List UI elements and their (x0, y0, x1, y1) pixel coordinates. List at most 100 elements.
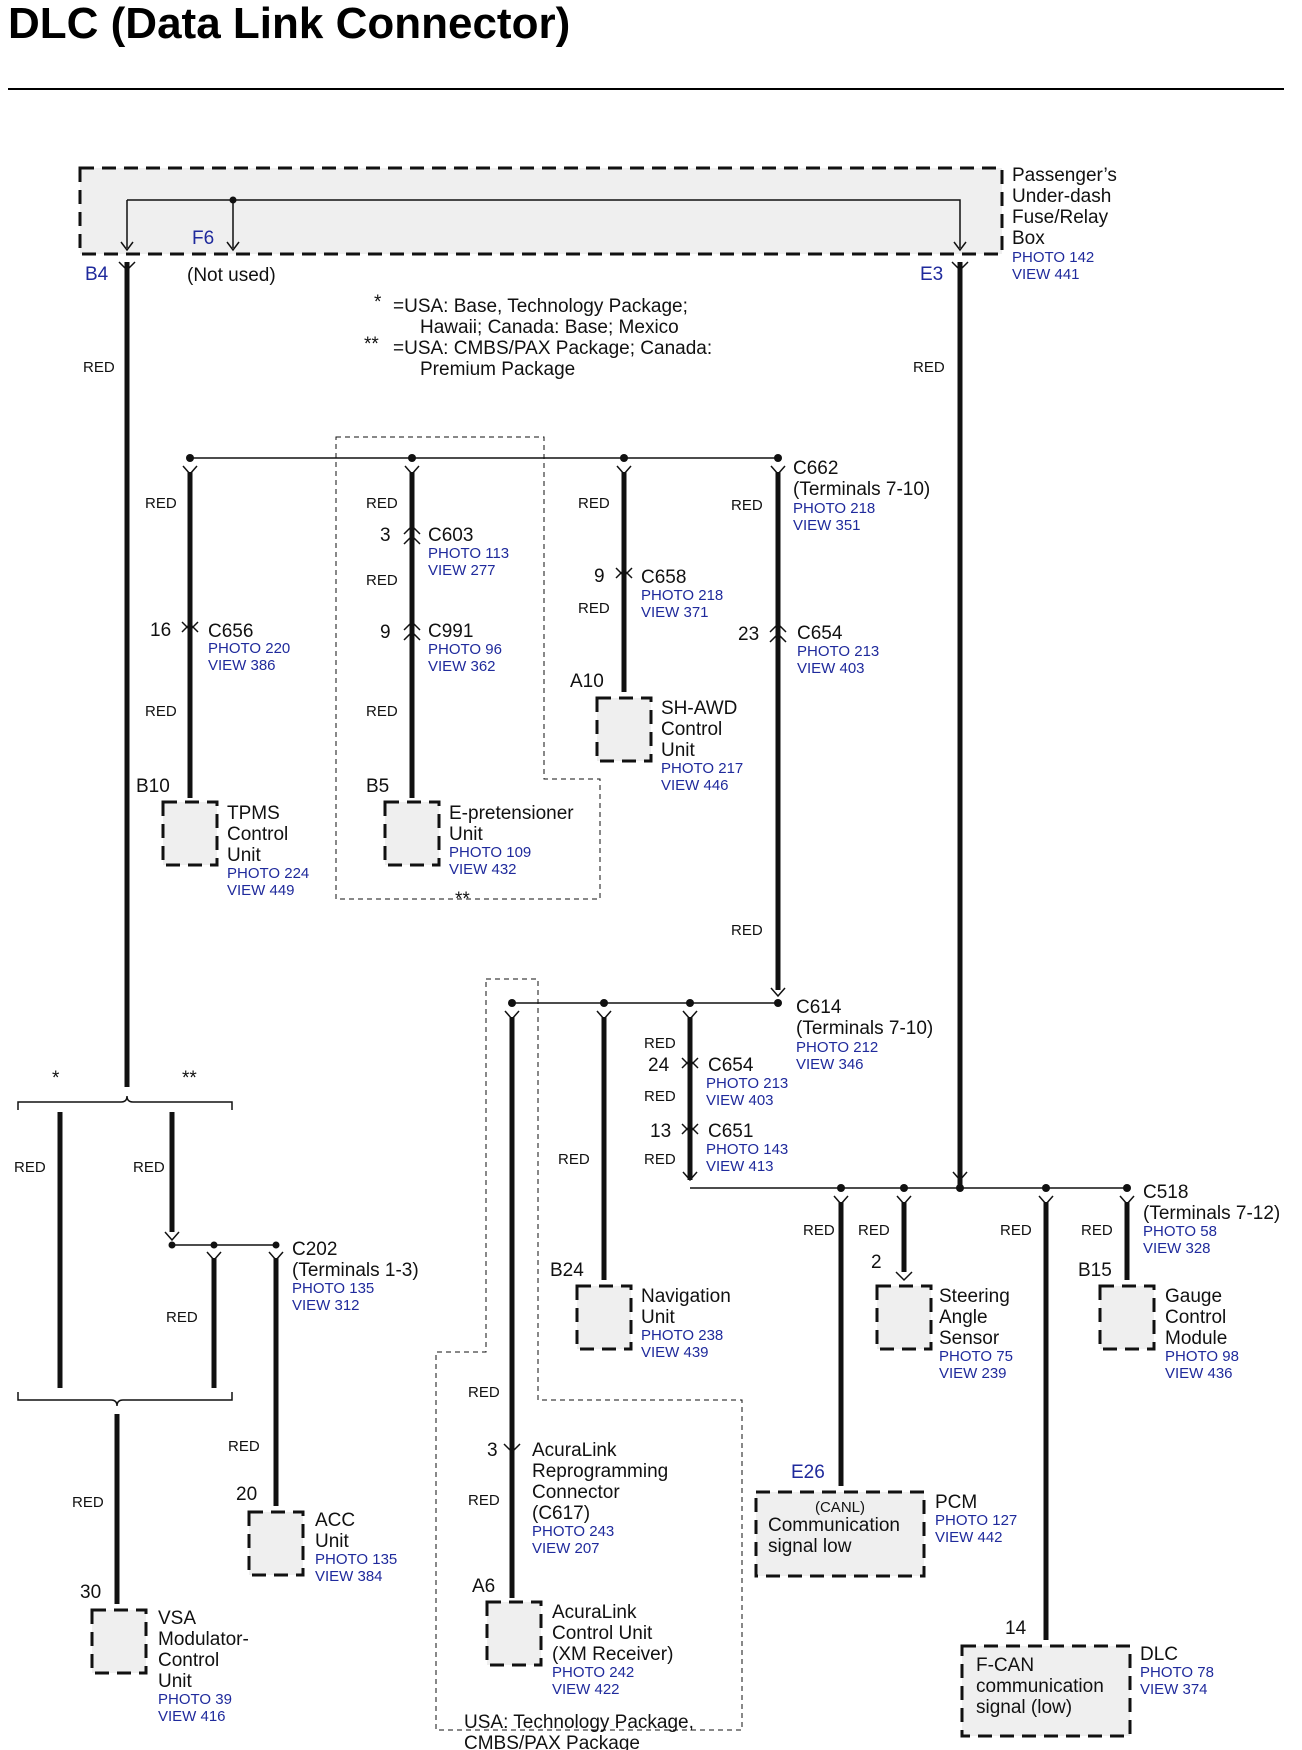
vsa-name-3: Control (158, 1650, 219, 1671)
c603-view: VIEW 277 (428, 562, 496, 579)
c662-sub: (Terminals 7-10) (793, 479, 930, 500)
epret-wire-color-3: RED (366, 703, 398, 720)
vsa-name-2: Modulator- (158, 1629, 249, 1650)
footnote-single-line1: =USA: Base, Technology Package; (393, 296, 688, 317)
c202-vsa-mark (206, 1251, 222, 1262)
shawd-top-mark (616, 465, 632, 476)
epret-wire-color-2: RED (366, 572, 398, 589)
acuralink-top-mark (504, 1010, 520, 1021)
acuralink-wire-color-1: RED (468, 1384, 500, 1401)
c614-view: VIEW 346 (796, 1056, 864, 1073)
c518-splice-1 (837, 1184, 845, 1192)
not-used-label: (Not used) (187, 265, 276, 286)
epret-view: VIEW 432 (449, 861, 517, 878)
pcm-photo: PHOTO 127 (935, 1512, 1017, 1529)
c654b-wire-color-2: RED (644, 1088, 676, 1105)
term-b4-mark (118, 261, 136, 272)
tpms-wire-color-2: RED (145, 703, 177, 720)
page-title: DLC (Data Link Connector) (8, 0, 570, 48)
c614-splice-2 (600, 999, 608, 1007)
c656-view: VIEW 386 (208, 657, 276, 674)
acurareprog-pin: 3 (487, 1440, 498, 1461)
lower-bracket (17, 1392, 233, 1407)
footnote-single-line2: Hawaii; Canada: Base; Mexico (420, 317, 679, 338)
c656-symbol (181, 621, 199, 633)
c654b-symbol (681, 1057, 699, 1069)
gauge-photo: PHOTO 98 (1165, 1348, 1239, 1365)
fuse-box-internal-bus (127, 199, 961, 248)
branch-mark-right: ** (182, 1068, 197, 1089)
c518-splice-2 (900, 1184, 908, 1192)
nav-view: VIEW 439 (641, 1344, 709, 1361)
footnote-single-mark: * (374, 292, 382, 313)
gauge-top-mark (1119, 1195, 1135, 1206)
epret-name-2: Unit (449, 824, 484, 845)
c614-splice-4 (774, 999, 782, 1007)
c654a-photo: PHOTO 213 (797, 643, 879, 660)
vsa-name-4: Unit (158, 1671, 193, 1692)
c654b-name: C654 (708, 1055, 754, 1076)
pcm-pin: E26 (791, 1462, 825, 1483)
acuralink-package-region (435, 978, 743, 1731)
c991-name: C991 (428, 621, 473, 642)
upper-bus-splice-4 (774, 454, 782, 462)
c651-view: VIEW 413 (706, 1158, 774, 1175)
fuse-box-name-4: Box (1012, 228, 1045, 249)
dlc-wire-color: RED (1000, 1222, 1032, 1239)
pcm-inner-2: Communication (768, 1515, 900, 1536)
tpms-photo: PHOTO 224 (227, 865, 309, 882)
wire-e3-color: RED (913, 359, 945, 376)
acc-top-mark (268, 1251, 284, 1262)
c654b-top-mark (682, 1010, 698, 1021)
nav-wire-color: RED (558, 1151, 590, 1168)
c658-photo: PHOTO 218 (641, 587, 723, 604)
c654b-wire-color-1: RED (644, 1035, 676, 1052)
acc-wire-color: RED (228, 1438, 260, 1455)
c654b-view: VIEW 403 (706, 1092, 774, 1109)
c202-name: C202 (292, 1239, 337, 1260)
upper-bus-splice-1 (186, 454, 194, 462)
option-base-wire-color: RED (14, 1159, 46, 1176)
gauge-name-3: Module (1165, 1328, 1227, 1349)
shawd-wire-color-1: RED (578, 495, 610, 512)
c654a-view: VIEW 403 (797, 660, 865, 677)
c658-name: C658 (641, 567, 686, 588)
c991-photo: PHOTO 96 (428, 641, 502, 658)
c662-view: VIEW 351 (793, 517, 861, 534)
branch-mark-left: * (52, 1068, 60, 1089)
terminal-e3: E3 (920, 264, 943, 285)
c656-pin: 16 (150, 620, 171, 641)
vsa-box (90, 1608, 148, 1675)
upper-bus-splice-3 (620, 454, 628, 462)
steer-wire-color: RED (858, 1222, 890, 1239)
c518-splice-3 (956, 1184, 964, 1192)
gauge-wire-color: RED (1081, 1222, 1113, 1239)
vsa-pin: 30 (80, 1582, 101, 1603)
acc-pin: 20 (236, 1484, 257, 1505)
acc-name-2: Unit (315, 1531, 350, 1552)
shawd-view: VIEW 446 (661, 777, 729, 794)
option-cmbs-wire-color: RED (133, 1159, 165, 1176)
c991-view: VIEW 362 (428, 658, 496, 675)
steer-name-1: Steering (939, 1286, 1010, 1307)
upper-bracket (17, 1095, 233, 1110)
dlc-inner-3: signal (low) (976, 1697, 1072, 1718)
c662-photo: PHOTO 218 (793, 500, 875, 517)
c614-splice-1 (508, 999, 516, 1007)
pcm-wire-color: RED (803, 1222, 835, 1239)
fuse-label: F6 (192, 228, 214, 249)
epret-package-region (335, 436, 601, 900)
tpms-top-mark (182, 465, 198, 476)
gauge-pin: B15 (1078, 1260, 1112, 1281)
c518-view: VIEW 328 (1143, 1240, 1211, 1257)
fuse-box-arrows (120, 241, 967, 252)
acurareprog-name-4: (C617) (532, 1503, 590, 1524)
c518-name: C518 (1143, 1182, 1188, 1203)
tpms-view: VIEW 449 (227, 882, 295, 899)
shawd-photo: PHOTO 217 (661, 760, 743, 777)
acurareprog-photo: PHOTO 243 (532, 1523, 614, 1540)
vsa-view: VIEW 416 (158, 1708, 226, 1725)
fuse-box-name-2: Under-dash (1012, 186, 1111, 207)
steer-name-2: Angle (939, 1307, 988, 1328)
wire-b4-color: RED (83, 359, 115, 376)
